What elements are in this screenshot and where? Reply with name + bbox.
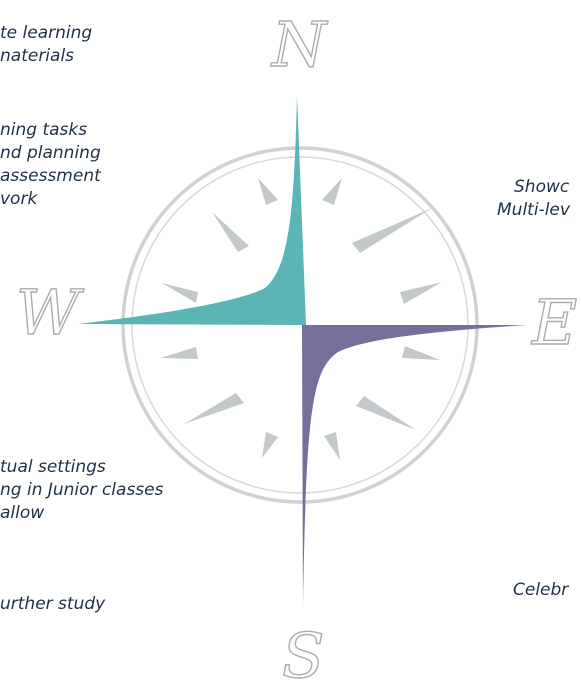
triangle-sw xyxy=(184,393,244,424)
right-text-block-1: Showc Multi-lev xyxy=(497,176,570,222)
left-text-line: ng in Junior classes xyxy=(0,480,164,500)
right-text-line: Celebr xyxy=(513,580,569,600)
right-text-line: Multi-lev xyxy=(497,200,570,220)
compass-south-east-arm xyxy=(302,325,527,610)
triangle-ene xyxy=(400,282,442,304)
triangle-sse xyxy=(324,432,340,460)
left-text-block-1: te learning naterials xyxy=(0,22,92,68)
left-text-line: assessment xyxy=(0,166,101,186)
compass-letter-north: N xyxy=(271,8,327,81)
triangle-se xyxy=(356,396,416,430)
compass-north-west-arm xyxy=(78,95,306,325)
left-text-block-4: urther study xyxy=(0,593,105,616)
triangle-wsw xyxy=(160,347,198,359)
left-text-line: tual settings xyxy=(0,457,106,477)
left-text-line: te learning xyxy=(0,23,93,43)
right-text-line: Showc xyxy=(514,177,570,197)
left-text-line: nd planning xyxy=(0,143,101,163)
left-text-block-3: tual settings ng in Junior classes allow xyxy=(0,456,163,525)
left-text-line: vork xyxy=(0,189,38,209)
triangle-ese xyxy=(402,346,440,360)
compass-letter-south: S xyxy=(281,619,325,692)
triangle-wnw xyxy=(162,283,198,303)
left-text-line: urther study xyxy=(0,594,106,614)
triangle-ssw xyxy=(262,432,278,458)
left-text-line: allow xyxy=(0,503,45,523)
left-text-line: ning tasks xyxy=(0,120,88,140)
triangle-nne xyxy=(322,178,342,205)
compass-direction-triangles xyxy=(160,178,442,460)
triangle-ne xyxy=(352,208,432,253)
left-text-line: naterials xyxy=(0,46,75,66)
compass-letter-west: W xyxy=(15,276,80,349)
triangle-nw xyxy=(212,212,249,252)
triangle-nnw xyxy=(258,178,278,205)
right-text-block-2: Celebr xyxy=(513,579,568,602)
left-text-block-2: ning tasks nd planning assessment vork xyxy=(0,119,101,211)
compass-letter-east: E xyxy=(531,286,578,359)
